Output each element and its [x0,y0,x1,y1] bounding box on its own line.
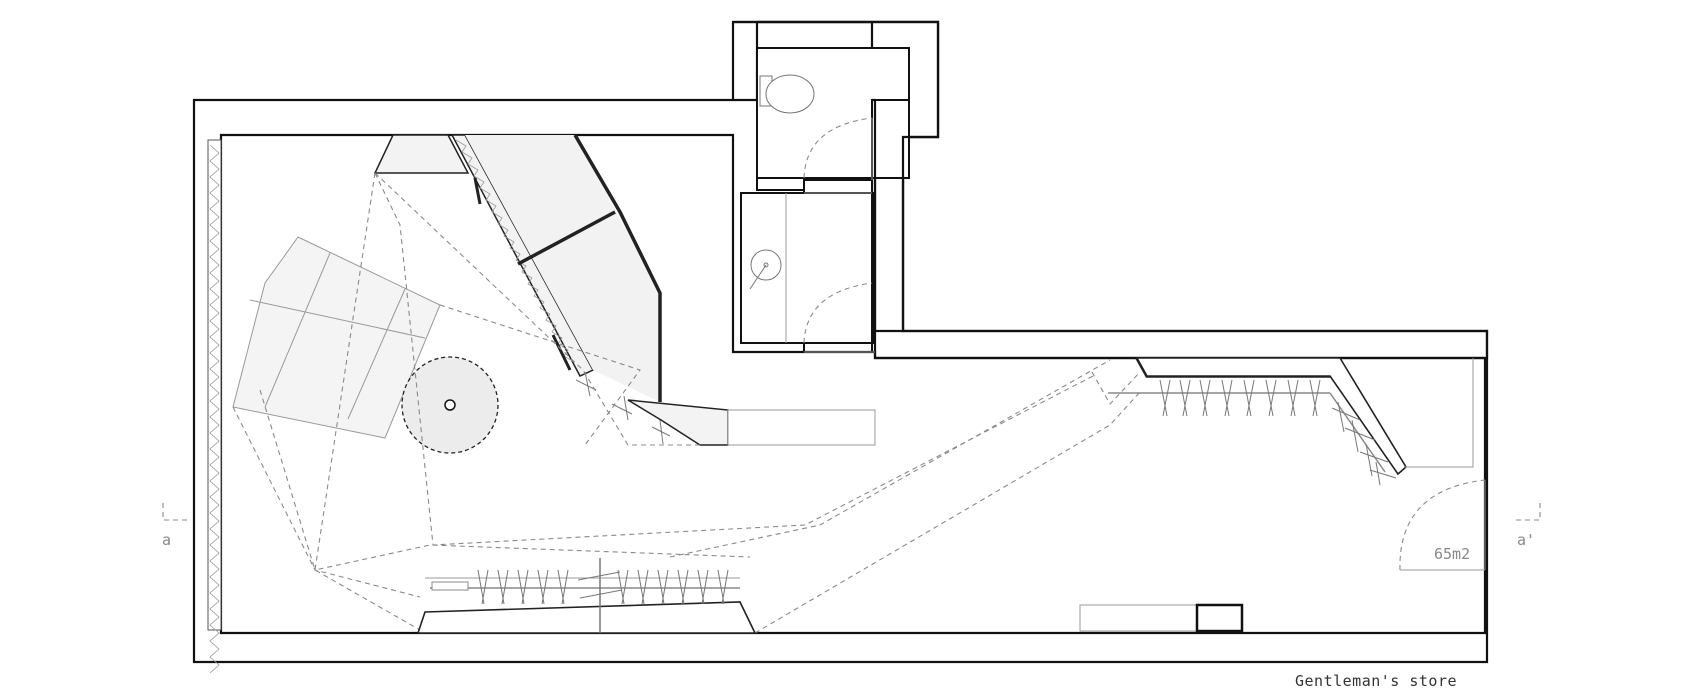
section-marker-right: a' [1515,503,1541,549]
right-door-swing [1399,479,1486,571]
counter-hangers [575,371,671,445]
lounge-line-1 [264,252,331,408]
right-rail-hangers [1159,379,1397,486]
door-swing-washroom [803,282,873,344]
lounge-line-2 [347,288,406,420]
display-divider-2 [551,334,572,371]
bottom-rail-hangers [477,569,729,605]
lounge-furniture [232,236,441,439]
display-screen-pattern [455,139,575,363]
display-divider-0 [473,177,482,205]
sightlines [232,172,1141,634]
cash-register [1195,603,1244,633]
bottom-rail-tag [431,581,469,591]
annex-outline [731,20,1489,360]
bottom-rail-body [416,601,757,634]
lounge-line-3 [249,299,426,339]
storefront-hatch [209,144,220,674]
sink-icon [749,249,782,290]
right-wall-fixture [1404,358,1474,468]
display-zone [465,135,660,402]
door-swing-toilet [803,117,873,179]
drawing-title: Gentleman's store [1295,672,1457,690]
toilet-icon [759,74,815,114]
table-centre [444,399,456,411]
display-wall-heavy [573,134,662,402]
area-label: 65m2 [1434,545,1470,563]
center-counter [627,399,729,446]
storefront-glazing [207,139,222,631]
svg-text:a: a [162,531,171,549]
svg-text:a': a' [1517,531,1535,549]
fitting-room-triangle [373,134,470,174]
display-divider-1 [517,210,616,266]
right-rail-body [1135,357,1408,476]
section-marker-left: a [162,503,190,549]
counter-extension [727,409,876,446]
